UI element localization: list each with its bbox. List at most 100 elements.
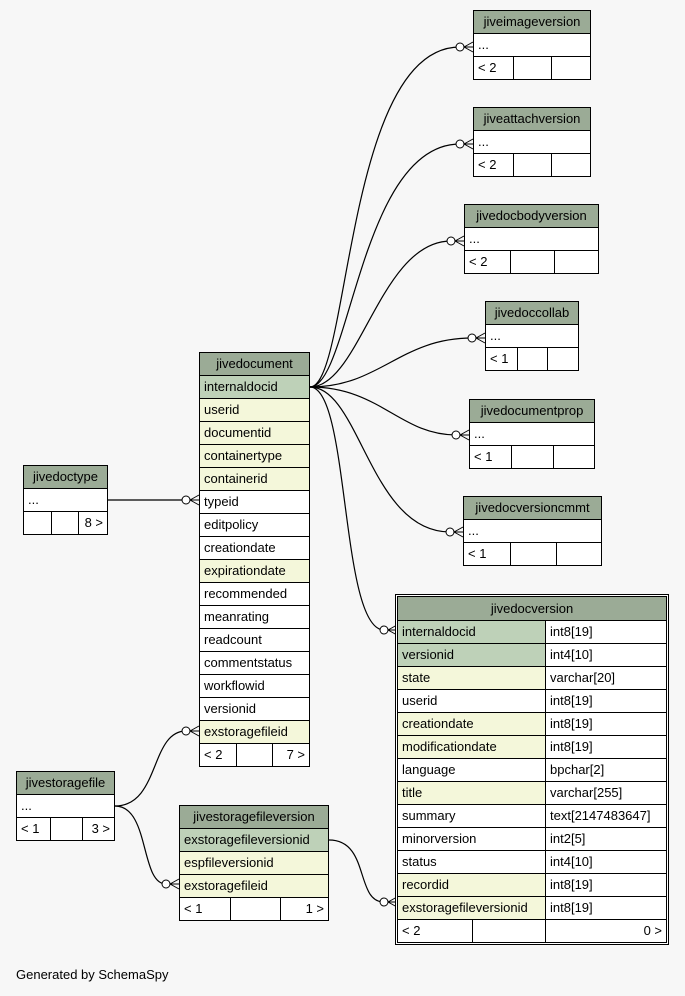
children-count bbox=[555, 251, 598, 273]
column-row: containertype bbox=[200, 445, 309, 468]
column-ellipsis: ... bbox=[470, 423, 594, 446]
parents-count: < 2 bbox=[474, 154, 514, 176]
table-header[interactable]: jivestoragefileversion bbox=[180, 806, 328, 829]
column-row: exstoragefileversionid bbox=[180, 829, 328, 852]
table-header[interactable]: jiveimageversion bbox=[474, 11, 590, 34]
column-row: recommended bbox=[200, 583, 309, 606]
children-count bbox=[548, 348, 578, 370]
footer-blank bbox=[511, 251, 555, 273]
column-ellipsis: ... bbox=[486, 325, 578, 348]
table-jivestoragefile[interactable]: jivestoragefile ... < 1 3 > bbox=[16, 771, 115, 841]
column-row: commentstatus bbox=[200, 652, 309, 675]
column-type: int8[19] bbox=[546, 713, 666, 735]
table-header[interactable]: jivedocument bbox=[200, 353, 309, 376]
table-jivedocumentprop[interactable]: jivedocumentprop ... < 1 bbox=[469, 399, 595, 469]
crowfoot-marker bbox=[189, 494, 200, 506]
optional-circle-marker bbox=[181, 495, 191, 505]
footer-blank bbox=[237, 744, 273, 766]
table-header[interactable]: jiveattachversion bbox=[474, 108, 590, 131]
parents-count: < 1 bbox=[464, 543, 511, 565]
table-jivedoccollab[interactable]: jivedoccollab ... < 1 bbox=[485, 301, 579, 371]
optional-circle-marker bbox=[379, 897, 389, 907]
table-header[interactable]: jivedoccollab bbox=[486, 302, 578, 325]
crowfoot-marker bbox=[454, 235, 465, 247]
column-type: varchar[255] bbox=[546, 782, 666, 804]
column-row: espfileversionid bbox=[180, 852, 328, 875]
column-name: state bbox=[398, 667, 546, 689]
table-jivedocbodyversion[interactable]: jivedocbodyversion ... < 2 bbox=[464, 204, 599, 274]
column-type: bpchar[2] bbox=[546, 759, 666, 781]
footer-blank bbox=[514, 154, 552, 176]
column-type: int4[10] bbox=[546, 851, 666, 873]
crowfoot-marker bbox=[475, 332, 486, 344]
column-name: minorversion bbox=[398, 828, 546, 850]
table-header[interactable]: jivedocversioncmmt bbox=[464, 497, 601, 520]
table-jivedocversioncmmt[interactable]: jivedocversioncmmt ... < 1 bbox=[463, 496, 602, 566]
footer-blank bbox=[514, 57, 552, 79]
children-count: 3 > bbox=[91, 821, 110, 836]
edge-jivedoccollab bbox=[309, 337, 473, 388]
table-footer: < 1 1 > bbox=[180, 898, 328, 920]
edge-jivestoragefile-document bbox=[114, 730, 187, 807]
table-header[interactable]: jivedocumentprop bbox=[470, 400, 594, 423]
parents-count: < 1 bbox=[470, 446, 512, 468]
column-type: text[2147483647] bbox=[546, 805, 666, 827]
crowfoot-marker bbox=[463, 138, 474, 150]
parents-count: < 2 bbox=[465, 251, 511, 273]
children-count bbox=[552, 154, 590, 176]
table-header[interactable]: jivedocbodyversion bbox=[465, 205, 598, 228]
children-count bbox=[557, 543, 601, 565]
table-footer: < 1 bbox=[470, 446, 594, 468]
table-footer: < 2 bbox=[465, 251, 598, 273]
column-row: versionid bbox=[200, 698, 309, 721]
footer-blank bbox=[511, 543, 557, 565]
column-row: workflowid bbox=[200, 675, 309, 698]
crowfoot-marker bbox=[463, 41, 474, 53]
column-ellipsis: ... bbox=[474, 34, 590, 57]
table-jiveattachversion[interactable]: jiveattachversion ... < 2 bbox=[473, 107, 591, 177]
footer-blank bbox=[231, 898, 281, 920]
column-ellipsis: ... bbox=[474, 131, 590, 154]
footer-blank bbox=[52, 512, 79, 534]
table-footer: < 1 bbox=[486, 348, 578, 370]
optional-circle-marker bbox=[455, 139, 465, 149]
table-jivedoctype[interactable]: jivedoctype ... 8 > bbox=[23, 465, 108, 535]
parents-count: < 2 bbox=[200, 744, 237, 766]
parents-count bbox=[24, 512, 52, 534]
optional-circle-marker bbox=[446, 236, 456, 246]
children-count bbox=[552, 57, 590, 79]
parents-count: < 1 bbox=[486, 348, 518, 370]
column-type: int8[19] bbox=[546, 621, 666, 643]
footer-blank bbox=[518, 348, 548, 370]
optional-circle-marker bbox=[451, 430, 461, 440]
column-type: int8[19] bbox=[546, 690, 666, 712]
crowfoot-marker bbox=[459, 429, 470, 441]
table-header[interactable]: jivedoctype bbox=[24, 466, 107, 489]
column-type: varchar[20] bbox=[546, 667, 666, 689]
optional-circle-marker bbox=[445, 527, 455, 537]
table-header[interactable]: jivestoragefile bbox=[17, 772, 114, 795]
footer-blank bbox=[512, 446, 554, 468]
table-jiveimageversion[interactable]: jiveimageversion ... < 2 bbox=[473, 10, 591, 80]
column-name: status bbox=[398, 851, 546, 873]
column-name: summary bbox=[398, 805, 546, 827]
column-row: typeid bbox=[200, 491, 309, 514]
table-jivestoragefileversion[interactable]: jivestoragefileversion exstoragefilevers… bbox=[179, 805, 329, 921]
column-row: meanrating bbox=[200, 606, 309, 629]
table-header[interactable]: jivedocversion bbox=[398, 597, 666, 621]
edge-jivedocversioncmmt bbox=[309, 386, 451, 533]
optional-circle-marker bbox=[379, 625, 389, 635]
column-row: readcount bbox=[200, 629, 309, 652]
column-name: internaldocid bbox=[398, 621, 546, 643]
table-footer: < 2 bbox=[474, 154, 590, 176]
